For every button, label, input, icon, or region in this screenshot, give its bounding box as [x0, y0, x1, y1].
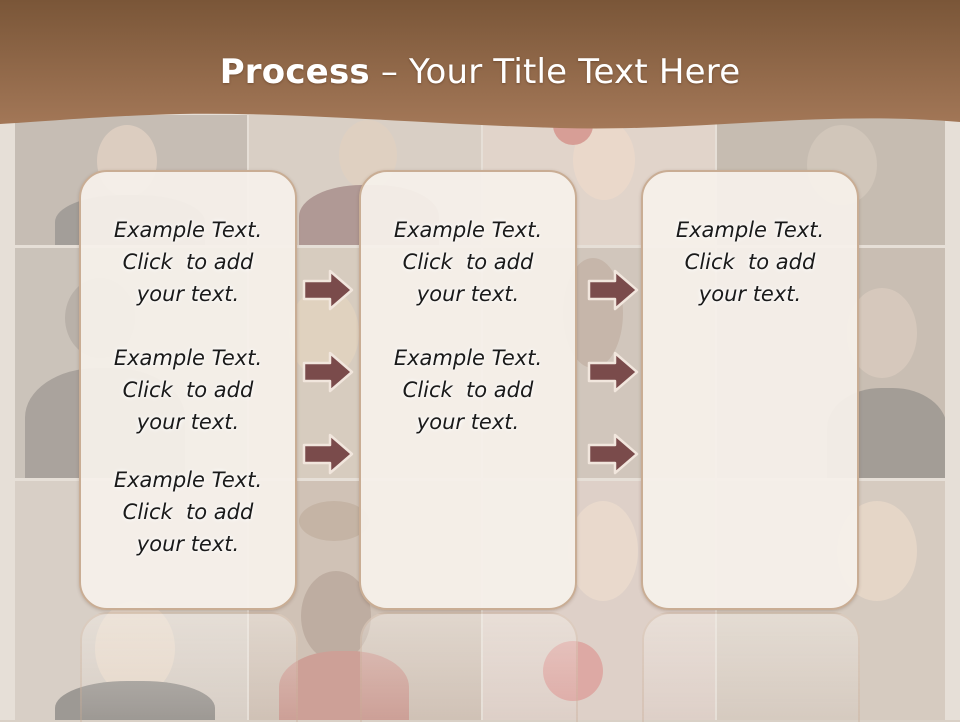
panel-reflection	[642, 612, 860, 722]
text-line: your text.	[136, 532, 240, 556]
text-line: your text.	[698, 282, 802, 306]
text-line: Click to add	[122, 250, 254, 274]
text-line: Example Text.	[113, 468, 263, 492]
text-block[interactable]: Example Text. Click to add your text.	[81, 214, 295, 310]
text-line: your text.	[416, 410, 520, 434]
text-line: your text.	[136, 410, 240, 434]
process-step-panel-3[interactable]: Example Text. Click to add your text.	[641, 170, 859, 610]
text-block[interactable]: Example Text. Click to add your text.	[643, 214, 857, 310]
panel-reflection	[360, 612, 578, 722]
title-bold: Process	[219, 52, 370, 92]
right-arrow-icon	[302, 351, 354, 393]
process-step-panel-1[interactable]: Example Text. Click to add your text. Ex…	[79, 170, 297, 610]
text-block[interactable]: Example Text. Click to add your text.	[81, 464, 295, 560]
process-step-panel-2[interactable]: Example Text. Click to add your text. Ex…	[359, 170, 577, 610]
text-line: Example Text.	[393, 346, 543, 370]
text-line: Click to add	[122, 500, 254, 524]
text-line: your text.	[136, 282, 240, 306]
title-header-band: Process – Your Title Text Here	[0, 0, 960, 150]
text-line: Example Text.	[113, 346, 263, 370]
text-line: Click to add	[402, 250, 534, 274]
right-arrow-icon	[587, 269, 639, 311]
right-arrow-icon	[302, 269, 354, 311]
right-arrow-icon	[587, 433, 639, 475]
header-wave-shape	[0, 0, 960, 129]
text-block[interactable]: Example Text. Click to add your text.	[81, 342, 295, 438]
text-line: Example Text.	[393, 218, 543, 242]
text-line: your text.	[416, 282, 520, 306]
text-block[interactable]: Example Text. Click to add your text.	[361, 214, 575, 310]
right-arrow-icon	[587, 351, 639, 393]
panel-reflection	[80, 612, 298, 722]
text-block[interactable]: Example Text. Click to add your text.	[361, 342, 575, 438]
title-rest: – Your Title Text Here	[369, 52, 741, 92]
text-line: Click to add	[684, 250, 816, 274]
text-line: Example Text.	[113, 218, 263, 242]
text-line: Click to add	[122, 378, 254, 402]
text-line: Example Text.	[675, 218, 825, 242]
right-arrow-icon	[302, 433, 354, 475]
text-line: Click to add	[402, 378, 534, 402]
slide-title[interactable]: Process – Your Title Text Here	[0, 52, 960, 92]
